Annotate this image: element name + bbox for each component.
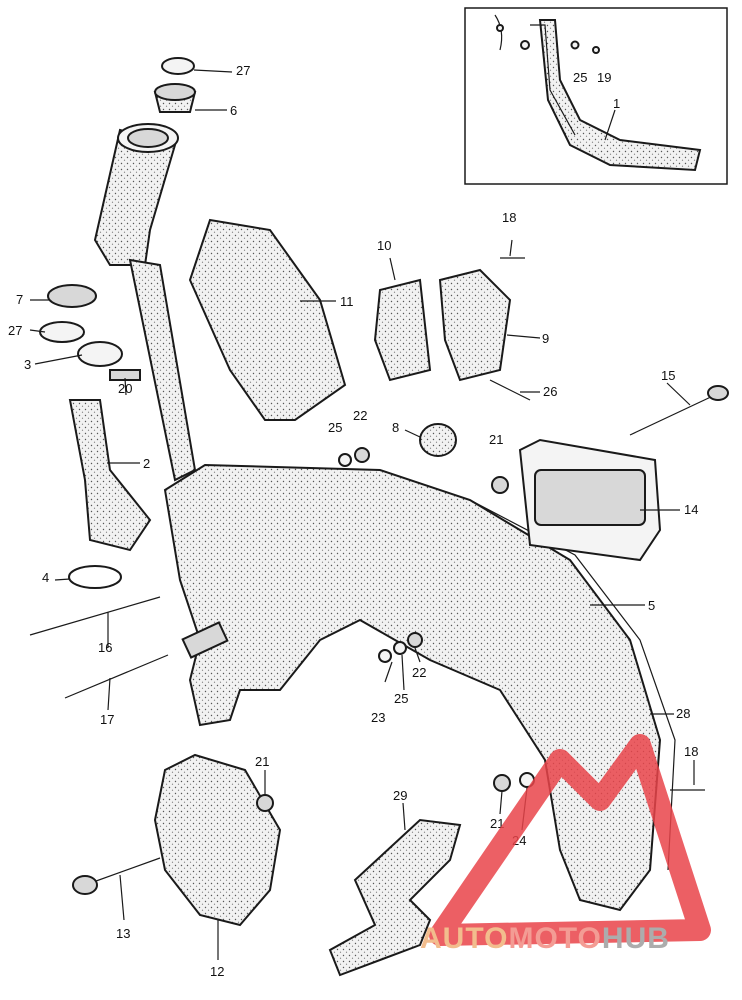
callout-27-top: 27 (236, 63, 250, 78)
watermark-moto: MOTO (508, 922, 601, 955)
nut-21-box (256, 794, 274, 812)
callout-22-mid: 22 (412, 665, 426, 680)
callout-21-box: 21 (255, 754, 269, 769)
bracket-29 (328, 818, 462, 977)
callout-4: 4 (42, 570, 49, 585)
inset-bolt (496, 24, 504, 32)
callout-14: 14 (684, 502, 698, 517)
callout-27-left: 27 (8, 323, 22, 338)
rear-frame-mudguard-5 (163, 463, 662, 912)
callout-18-lower: 18 (684, 744, 698, 759)
callout-2: 2 (143, 456, 150, 471)
callout-18-top: 18 (502, 210, 516, 225)
callout-21-top: 21 (489, 432, 503, 447)
inset-washer-25 (570, 40, 580, 50)
rod-26 (489, 379, 531, 401)
screw-13 (84, 857, 161, 886)
frame-backbone-tube (128, 258, 197, 482)
watermark-triangle-icon (429, 734, 711, 946)
bolt-16 (29, 596, 161, 636)
washer-25-top (338, 453, 352, 467)
callout-25-top: 25 (328, 420, 342, 435)
callout-28: 28 (676, 706, 690, 721)
callout-3: 3 (24, 357, 31, 372)
washer-23 (378, 649, 392, 663)
callout-20: 20 (118, 381, 132, 396)
callout-10: 10 (377, 238, 391, 253)
nut-22-top (354, 447, 370, 463)
inset-bracket-part (538, 19, 702, 172)
spacer-sleeve (181, 621, 229, 659)
callout-6: 6 (230, 103, 237, 118)
frame-head-tube (93, 123, 179, 266)
callout-23: 23 (371, 710, 385, 725)
callout-22-top: 22 (353, 408, 367, 423)
bolt-17 (64, 654, 169, 699)
tool-box-12 (153, 753, 282, 927)
bracket-10 (373, 278, 432, 382)
nut-27 (39, 321, 85, 343)
callout-29: 29 (393, 788, 407, 803)
svg-text:AUTOMOTOHUB: AUTOMOTOHUB (420, 922, 670, 955)
inset-bolt-19 (592, 46, 600, 54)
bracket-9 (438, 268, 512, 382)
inset-detail-frame (464, 7, 728, 185)
nut-22-mid (407, 632, 423, 648)
callout-5: 5 (648, 598, 655, 613)
callout-11: 11 (340, 294, 354, 309)
screw-15 (629, 394, 716, 436)
callout-labels: 27 6 7 27 3 20 2 4 16 17 11 10 18 9 26 1… (8, 63, 698, 979)
callout-8: 8 (392, 420, 399, 435)
watermark-logo: AUTOMOTOHUB (420, 734, 711, 955)
inset-nut (520, 40, 530, 50)
callout-26: 26 (543, 384, 557, 399)
nut-21-top (491, 476, 509, 494)
callout-17: 17 (100, 712, 114, 727)
callout-13: 13 (116, 926, 130, 941)
callout-25-mid: 25 (394, 691, 408, 706)
air-cleaner-case-11 (188, 218, 347, 421)
cap-8 (419, 423, 457, 457)
callout-16: 16 (98, 640, 112, 655)
callout-7: 7 (16, 292, 23, 307)
o-ring-4 (68, 565, 122, 589)
steering-nut-27 (161, 57, 195, 75)
washer-25-mid (393, 641, 407, 655)
clamp-3 (77, 341, 123, 367)
callout-12: 12 (210, 964, 224, 979)
watermark-hub: HUB (602, 922, 670, 955)
callout-25-inset: 25 (573, 70, 587, 85)
callout-9: 9 (542, 331, 549, 346)
intake-hose-2 (68, 399, 152, 552)
callout-19-inset: 19 (597, 70, 611, 85)
callout-15: 15 (661, 368, 675, 383)
watermark-auto: AUTO (420, 922, 508, 955)
nut-21-lower (493, 774, 511, 792)
seal-7 (47, 284, 97, 308)
callout-1-inset: 1 (613, 96, 620, 111)
